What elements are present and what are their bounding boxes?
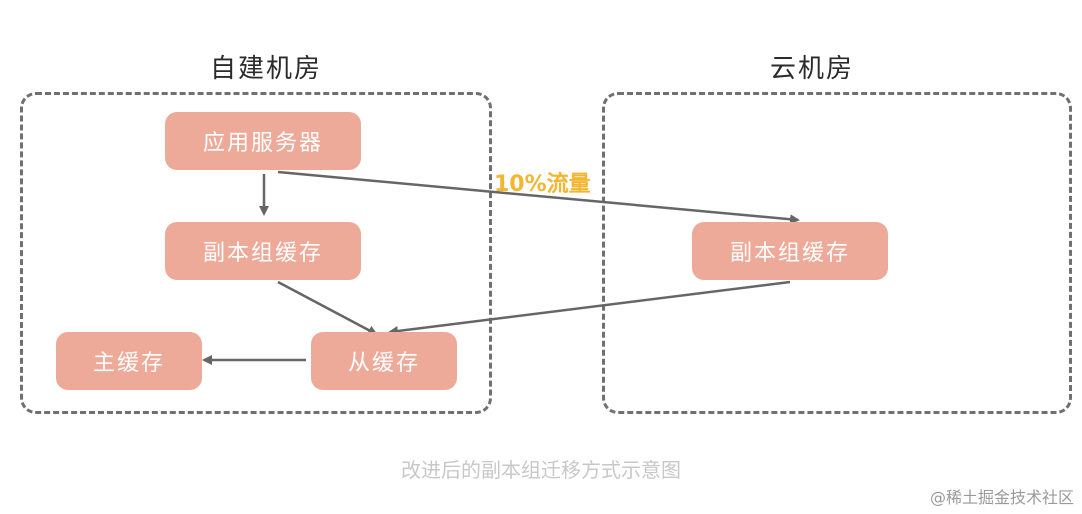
self-built-datacenter-box (20, 92, 492, 414)
cloud-replica-group-cache-node: 副本组缓存 (692, 222, 888, 280)
watermark: @稀土掘金技术社区 (929, 488, 1074, 507)
cloud-datacenter-title: 云机房 (770, 54, 855, 84)
edge-local-replica-to-slave (277, 280, 378, 336)
app-server-node: 应用服务器 (165, 112, 361, 170)
diagram-caption: 改进后的副本组迁移方式示意图 (401, 458, 681, 482)
master-cache-node: 主缓存 (56, 332, 202, 390)
traffic-percentage-label: 10%流量 (494, 172, 591, 197)
cloud-datacenter-box (602, 92, 1072, 414)
local-replica-group-cache-node: 副本组缓存 (165, 222, 361, 280)
slave-cache-node: 从缓存 (311, 332, 457, 390)
edge-app-to-cloud-replica (277, 170, 800, 225)
edge-cloud-replica-to-slave (388, 280, 791, 336)
self-built-datacenter-title: 自建机房 (210, 54, 323, 84)
